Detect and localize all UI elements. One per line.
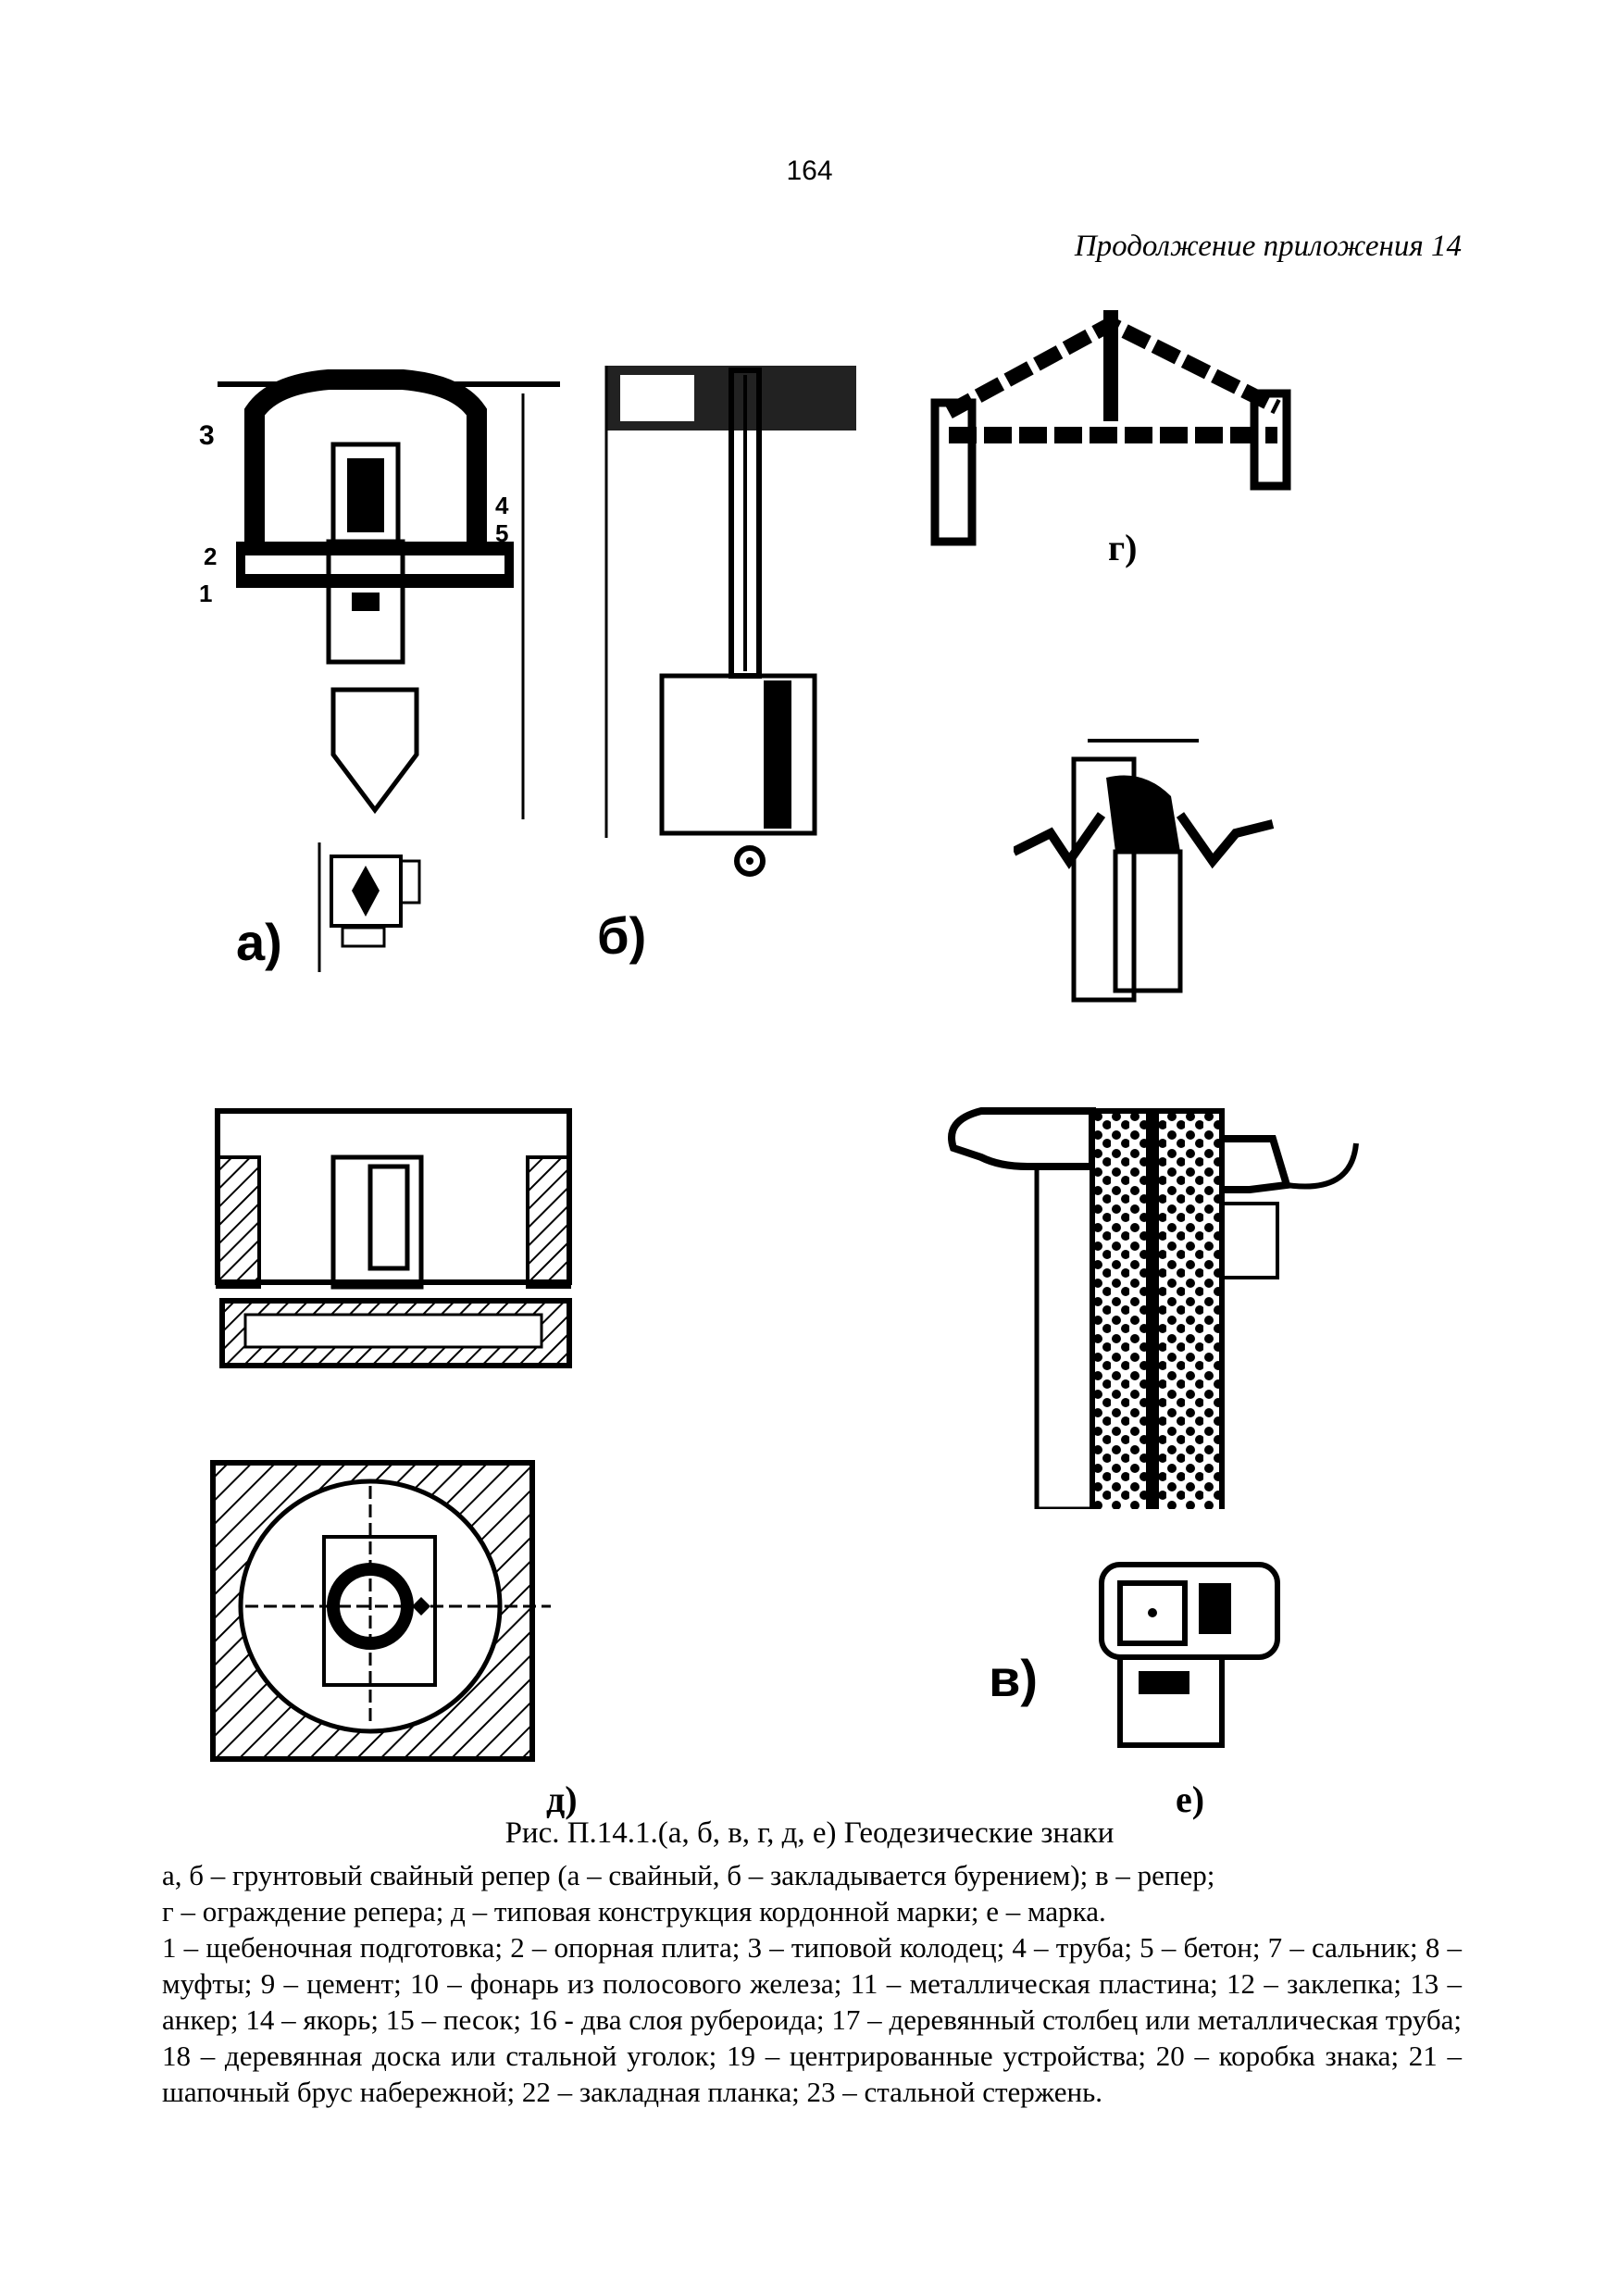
figure-caption: Рис. П.14.1.(а, б, в, г, д, е) Геодезиче… [504,1816,1115,1850]
svg-text:2: 2 [204,543,217,570]
svg-text:1: 1 [199,580,212,607]
label-e: е) [1176,1778,1205,1820]
figure-e-section [944,1055,1407,1509]
header-note: Продолжение приложения 14 [1074,230,1462,263]
figure-g-drawing [912,292,1301,551]
figure-d-section [213,1102,583,1379]
label-v: в) [989,1649,1039,1707]
legend-line-1: а, б – грунтовый свайный репер (а – свай… [162,1859,1215,1891]
svg-text:4: 4 [495,492,509,519]
legend-line-2: г – ограждение репера; д – типовая конст… [162,1895,1106,1928]
label-d: д) [546,1778,578,1820]
legend-items: 1 – щебеночная подготовка; 2 – опорная п… [162,1931,1462,2108]
figure-b-drawing [592,356,861,884]
figure-a-plan [315,842,444,972]
label-g: г) [1108,527,1138,568]
svg-text:5: 5 [495,519,508,547]
figure-e-plan [1097,1555,1282,1750]
figure-v-upper-drawing [1014,713,1291,1009]
figure-legend: а, б – грунтовый свайный репер (а – свай… [162,1857,1462,2110]
callout-3: 3 [199,420,215,451]
figure-a-drawing: 3 4 5 2 1 [181,356,569,838]
figure-d-plan [208,1458,560,1764]
label-a: а) [236,913,282,971]
label-b: б) [597,906,647,965]
page-number: 164 [786,156,833,186]
